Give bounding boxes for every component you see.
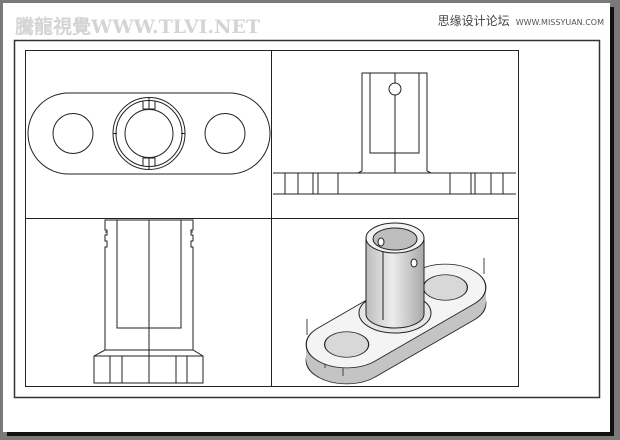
base-plate-outline — [27, 92, 271, 175]
watermark-tlvi: 騰龍視覺WWW.TLVI.NET — [15, 16, 261, 38]
bore — [124, 109, 174, 158]
base-hidden-lines — [284, 173, 504, 194]
cylinder-edges — [365, 238, 425, 320]
left-hole — [52, 113, 94, 154]
watermark-cn: 思缘设计论坛 — [437, 14, 510, 28]
watermark-missyuan: 思缘设计论坛 WWW.MISSYUAN.COM — [438, 12, 604, 29]
drawing-frame — [13, 39, 601, 399]
top-view[interactable] — [27, 92, 271, 175]
front-hole — [323, 331, 370, 358]
right-hole — [204, 113, 246, 154]
pin-hole — [388, 82, 402, 96]
side-view[interactable] — [93, 219, 204, 384]
pin-slots — [113, 97, 185, 170]
isometric-view[interactable] — [289, 222, 502, 394]
boss-fillet — [115, 100, 183, 167]
base-outline — [93, 349, 204, 384]
watermark-url: WWW.MISSYUAN.COM — [515, 18, 604, 27]
front-view[interactable] — [273, 72, 516, 195]
pin-hole-inner — [377, 237, 385, 247]
back-hole — [422, 274, 469, 301]
pin-hole-outer — [410, 258, 418, 268]
